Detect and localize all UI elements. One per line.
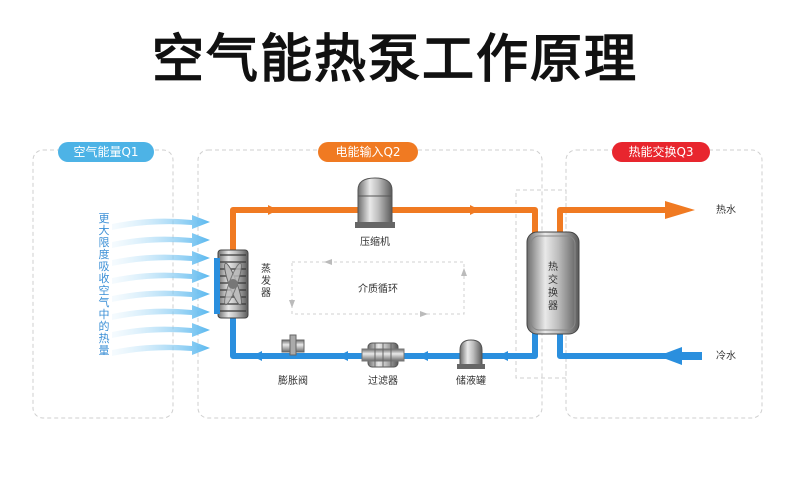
receiver-icon bbox=[457, 339, 485, 369]
cold-flow-arrow-2 bbox=[338, 351, 348, 361]
compressor-label: 压缩机 bbox=[360, 235, 390, 248]
vertical-char: 发 bbox=[261, 274, 271, 287]
compressor-icon bbox=[355, 177, 395, 228]
cycle-arrow-bottom bbox=[420, 311, 428, 317]
air-flow-arrow bbox=[112, 215, 210, 230]
air-flow-arrow bbox=[112, 323, 210, 338]
medium-cycle-loop bbox=[291, 261, 465, 315]
vertical-char: 量 bbox=[99, 344, 110, 357]
vertical-char: 收 bbox=[99, 271, 110, 285]
heat-section-box bbox=[565, 149, 763, 419]
vertical-char: 蒸 bbox=[261, 263, 271, 275]
vertical-char: 更 bbox=[99, 212, 110, 225]
hot-flow-arrow-2 bbox=[470, 205, 480, 215]
vertical-char: 空 bbox=[99, 283, 110, 297]
cold-water-arrow bbox=[658, 347, 682, 365]
evaporator-label: 蒸发器 bbox=[261, 263, 271, 299]
vertical-char: 器 bbox=[548, 300, 558, 312]
cycle-arrow-left bbox=[289, 300, 295, 308]
air-flow-arrow bbox=[112, 305, 210, 320]
heat-exchanger-icon bbox=[526, 231, 580, 335]
filter-icon bbox=[361, 342, 405, 368]
air-flow-arrow bbox=[112, 269, 210, 284]
hot-water-label: 热水 bbox=[716, 203, 736, 216]
vertical-char: 中 bbox=[99, 308, 110, 321]
vertical-char: 限 bbox=[99, 236, 110, 249]
page-title: 空气能热泵工作原理 bbox=[151, 30, 638, 90]
vertical-char: 的 bbox=[99, 319, 110, 333]
cycle-arrow-top bbox=[324, 259, 332, 265]
air-flow-arrow bbox=[112, 251, 210, 266]
power-section-label: 电能输入Q2 bbox=[335, 144, 400, 159]
cycle-arrow-right bbox=[461, 268, 467, 276]
expansion-valve-icon bbox=[281, 334, 305, 356]
air-flow-arrows bbox=[112, 215, 210, 356]
air-flow-arrow bbox=[112, 287, 210, 302]
vertical-char: 交 bbox=[548, 273, 558, 286]
air-section-label: 空气能量Q1 bbox=[73, 144, 138, 159]
filter-label: 过滤器 bbox=[368, 374, 398, 387]
hot-water-arrow bbox=[665, 201, 695, 219]
cold-water-arrow-tail bbox=[680, 352, 702, 360]
medium-cycle-label: 介质循环 bbox=[358, 282, 398, 295]
power-section-pill bbox=[318, 142, 418, 162]
expansion-valve-label: 膨胀阀 bbox=[278, 374, 308, 387]
vertical-char: 热 bbox=[548, 260, 558, 273]
evaporator bbox=[214, 249, 249, 319]
vertical-char: 器 bbox=[261, 287, 271, 299]
receiver-label: 储液罐 bbox=[456, 374, 486, 387]
cold-water-label: 冷水 bbox=[716, 349, 736, 362]
air-flow-arrow bbox=[112, 233, 210, 248]
vertical-char: 热 bbox=[99, 332, 110, 345]
hot-pipe bbox=[230, 207, 665, 255]
heat-section-label: 热能交换Q3 bbox=[628, 144, 693, 159]
air-flow-arrow bbox=[112, 341, 210, 356]
vertical-char: 大 bbox=[99, 223, 110, 237]
vertical-char: 气 bbox=[99, 295, 110, 309]
air-section-pill bbox=[58, 142, 154, 162]
cold-flow-arrow-1 bbox=[252, 351, 262, 361]
hot-flow-arrow-1 bbox=[268, 205, 278, 215]
cold-flow-arrow-4 bbox=[498, 351, 508, 361]
vertical-char: 换 bbox=[548, 286, 558, 299]
vertical-char: 度 bbox=[99, 247, 110, 261]
vertical-char: 吸 bbox=[99, 260, 110, 273]
heat-section-pill bbox=[612, 142, 710, 162]
cold-flow-arrow-3 bbox=[418, 351, 428, 361]
